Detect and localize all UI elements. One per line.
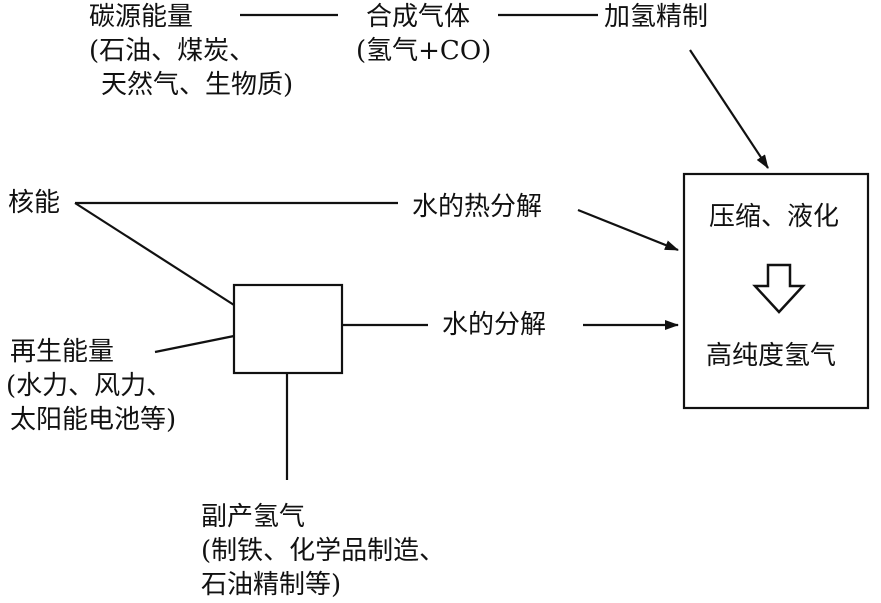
syngas-detail: (氢气+CO): [356, 36, 492, 66]
carbon-energy-detail-1: (石油、煤炭、: [89, 36, 256, 66]
renewable-detail-2: 太阳能电池等): [10, 405, 177, 435]
arrow-thermal-to-box: [577, 208, 679, 252]
connector-renewable-generator: [154, 334, 235, 354]
byproduct-detail-1: (制铁、化学品制造、: [201, 536, 446, 566]
renewable-title: 再生能量: [10, 337, 115, 367]
carbon-energy-label: 碳源能量 (石油、煤炭、 天然气、生物质): [89, 0, 293, 102]
renewable-energy-label: 再生能量 (水力、风力、 太阳能电池等): [6, 335, 177, 437]
renewable-detail-1: (水力、风力、: [6, 371, 173, 401]
high-purity-hydrogen-label: 高纯度氢气: [706, 341, 837, 371]
water-decomposition-label: 水的分解: [442, 310, 547, 340]
hydro-refining-label: 加氢精制: [604, 2, 709, 32]
byproduct-title: 副产氢气: [201, 502, 306, 532]
carbon-energy-title: 碳源能量: [89, 2, 194, 32]
thermal-decomposition-label: 水的热分解: [412, 192, 543, 222]
byproduct-detail-2: 石油精制等): [201, 570, 342, 600]
nuclear-energy-label: 核能: [8, 188, 61, 218]
generator-box: [232, 283, 344, 375]
compress-liquefy-label: 压缩、液化: [709, 202, 840, 232]
byproduct-hydrogen-label: 副产氢气 (制铁、化学品制造、 石油精制等): [201, 500, 445, 602]
connector-nuclear-generator: [74, 202, 235, 306]
purification-box: [682, 172, 870, 410]
carbon-energy-detail-2: 天然气、生物质): [101, 70, 294, 100]
syngas-title: 合成气体: [366, 2, 471, 32]
syngas-label: 合成气体 (氢气+CO): [356, 0, 491, 68]
arrow-refine-to-box: [689, 49, 769, 169]
down-arrow-icon: [752, 263, 806, 314]
